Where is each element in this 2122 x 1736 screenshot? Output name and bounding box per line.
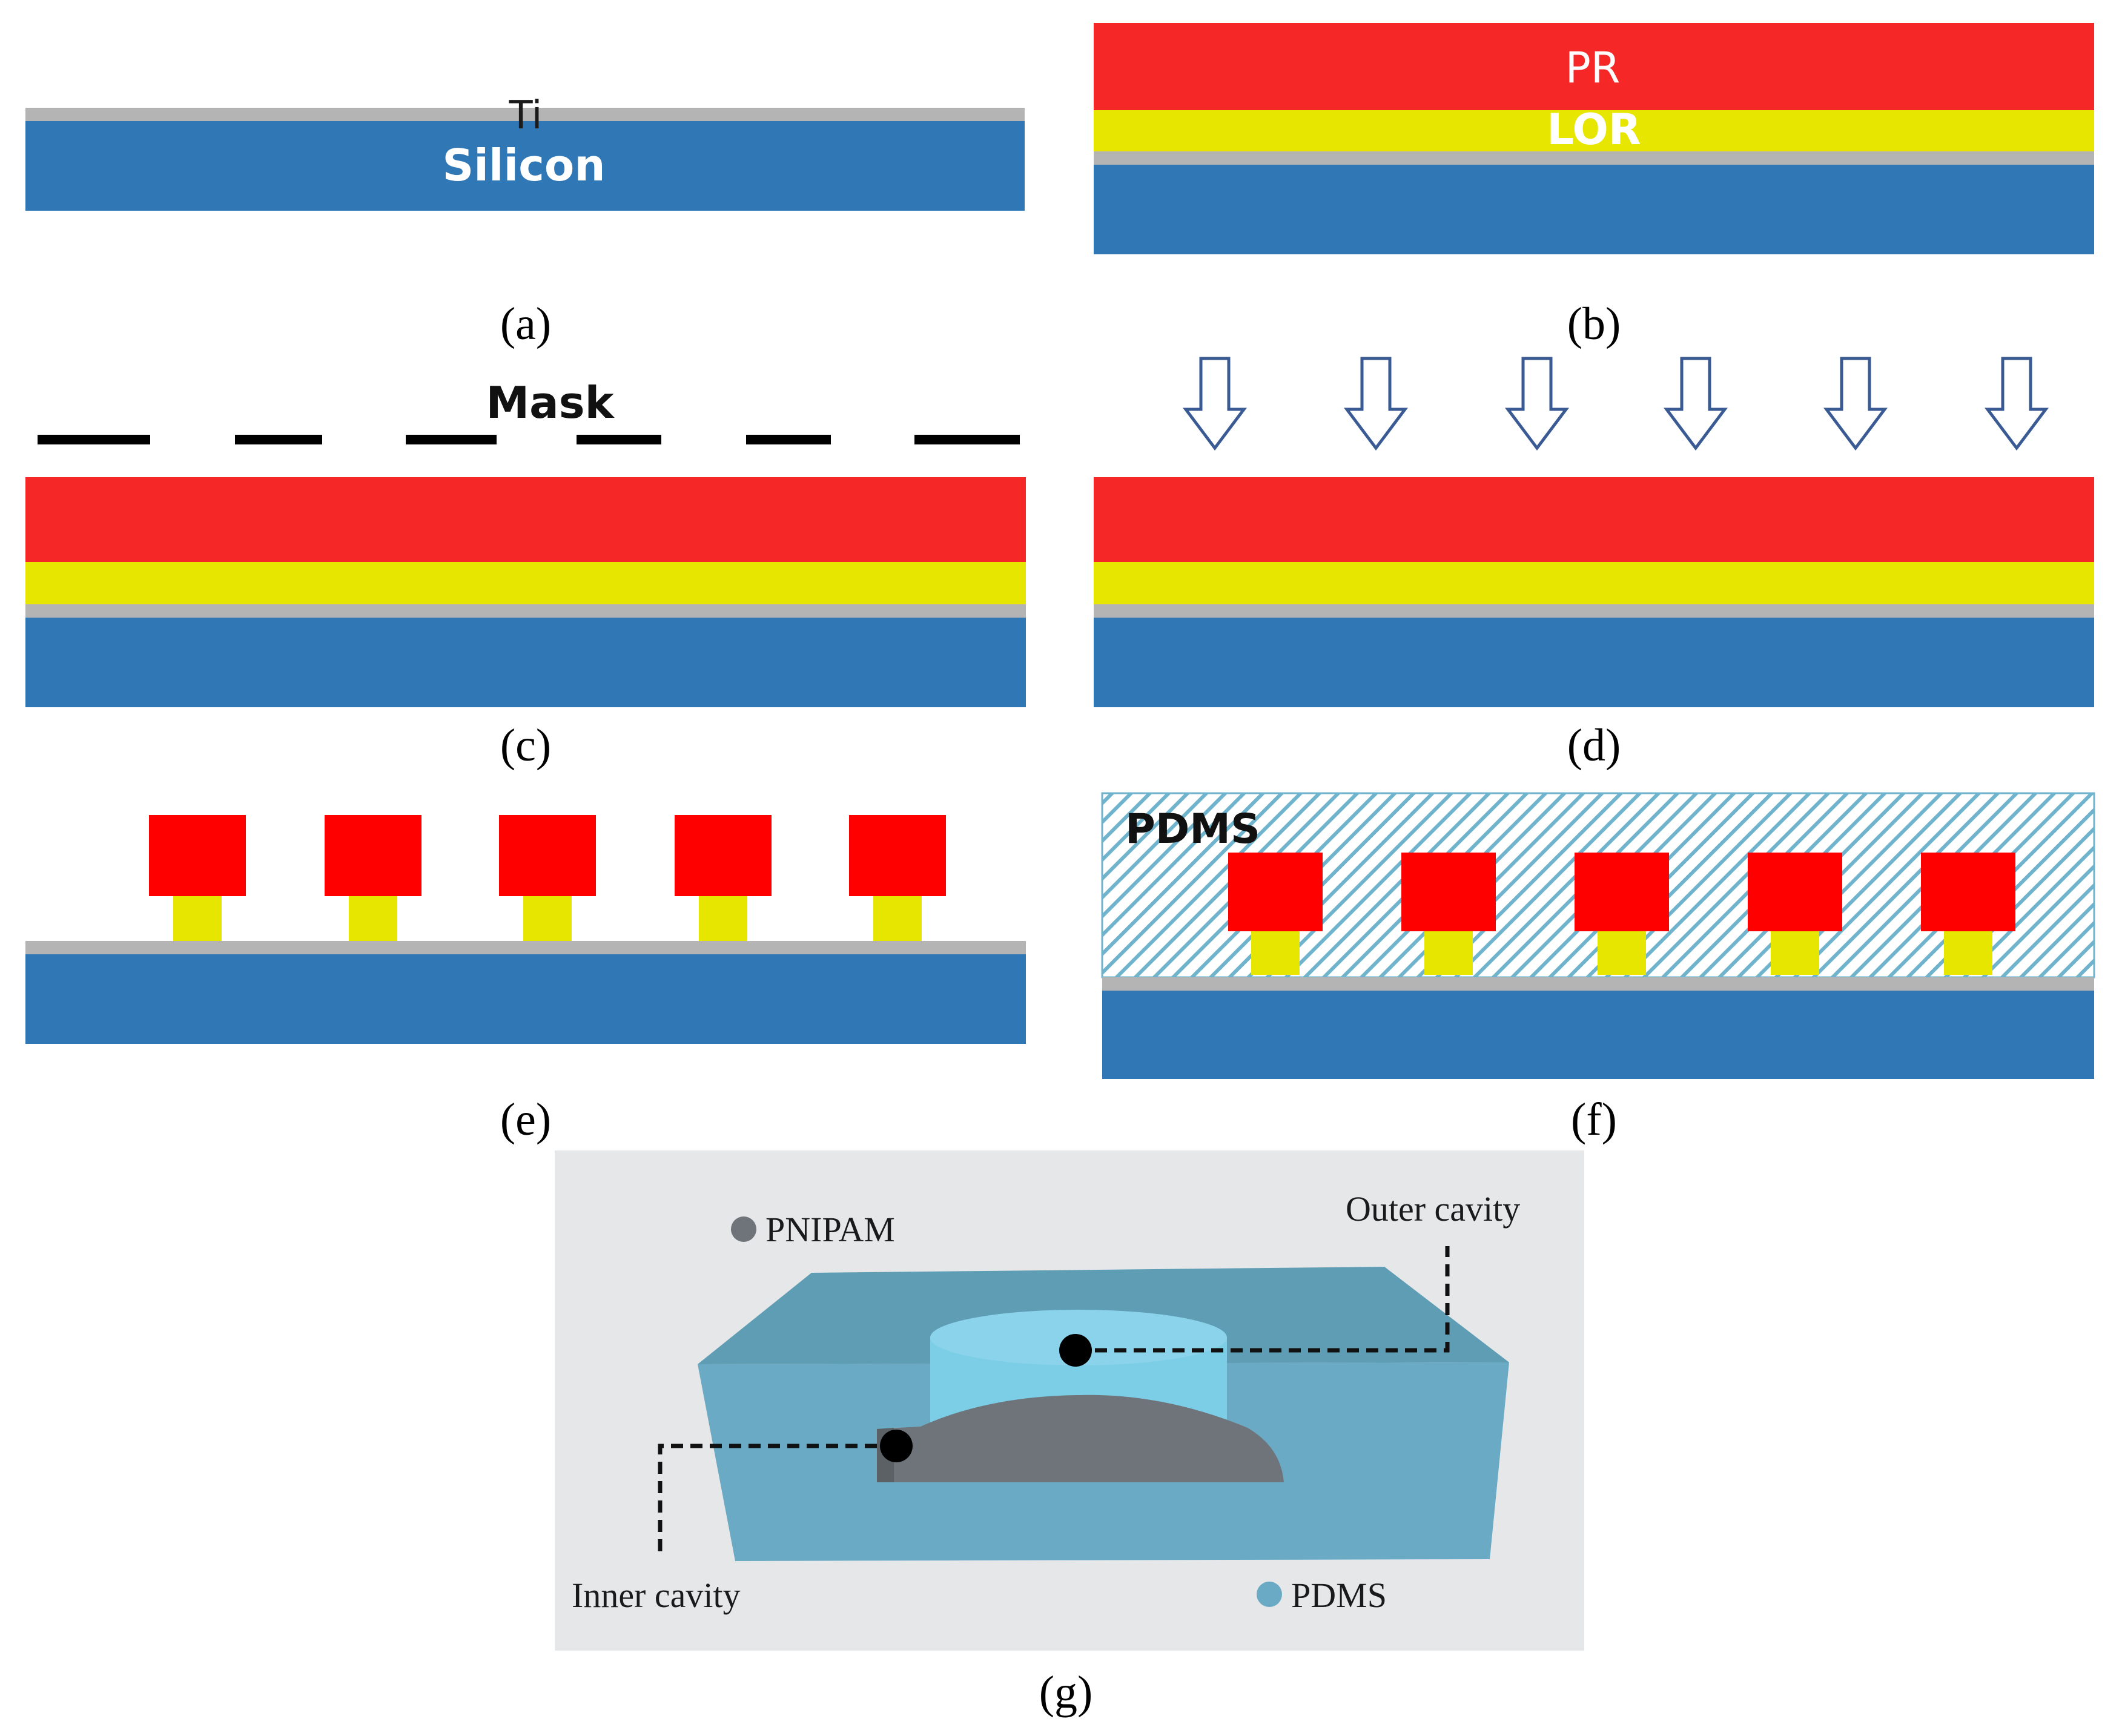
caption-a: (a): [500, 299, 551, 349]
outer-cavity-callout: [1076, 1246, 1450, 1353]
pnipam-label: PNIPAM: [765, 1210, 895, 1249]
silicon-substrate: [25, 954, 1026, 1044]
lor-pillar: [1424, 931, 1473, 975]
embedded-pillar: [1575, 853, 1669, 975]
photoresist-layer: [1094, 23, 2094, 110]
lor-label: LOR: [1547, 105, 1641, 154]
lor-pillar: [1944, 931, 1992, 975]
embedded-pillar: [1228, 853, 1323, 975]
lor-pillar: [873, 896, 922, 941]
lor-pillar: [173, 896, 222, 941]
lor-pillar: [699, 896, 747, 941]
pillar: [499, 815, 596, 941]
photoresist-cap: [325, 815, 421, 896]
inner-cavity-callout: [658, 1444, 896, 1559]
down-arrow-icon: [1183, 357, 1247, 451]
silicon-substrate: [25, 618, 1026, 707]
embedded-pillar: [1921, 853, 2015, 975]
pillar: [849, 815, 946, 941]
caption-b: (b): [1567, 299, 1621, 349]
inner-cavity-marker: [880, 1430, 913, 1462]
outer-cavity-marker: [1059, 1334, 1092, 1367]
caption-g: (g): [1039, 1667, 1093, 1718]
down-arrow-icon: [1664, 357, 1728, 451]
silicon-substrate: [25, 121, 1025, 211]
panel-e: (e): [25, 815, 1026, 1145]
ti-label: Ti: [509, 93, 543, 138]
mask-segment: [577, 435, 661, 444]
panel-f: PDMS (f): [1101, 792, 2095, 1145]
exposure-arrows: [1183, 357, 2049, 451]
mask: [38, 435, 1020, 444]
inner-cavity-label: Inner cavity: [572, 1576, 741, 1615]
down-arrow-icon: [1823, 357, 1888, 451]
panel-g: PNIPAM PDMS Outer cavity Inner cavity (g…: [555, 1150, 1584, 1718]
lor-layer: [1094, 110, 2094, 151]
titanium-layer: [25, 108, 1025, 121]
lor-pillar: [1771, 931, 1819, 975]
lor-layer: [25, 562, 1026, 604]
photoresist-cap: [149, 815, 246, 896]
pillar: [149, 815, 246, 941]
mask-segment: [235, 435, 322, 444]
photoresist-cap: [1228, 853, 1323, 931]
titanium-layer: [1102, 977, 2094, 991]
lor-pillar: [1251, 931, 1300, 975]
pnipam-dome: [877, 1394, 1284, 1482]
outer-cavity-label: Outer cavity: [1346, 1189, 1520, 1229]
photoresist-cap: [849, 815, 946, 896]
photoresist-cap: [675, 815, 772, 896]
caption-e: (e): [500, 1094, 551, 1145]
photoresist-cap: [1748, 853, 1842, 931]
lor-pillar: [523, 896, 572, 941]
down-arrow-icon: [1505, 357, 1569, 451]
mask-segment: [38, 435, 150, 444]
caption-f: (f): [1571, 1094, 1617, 1145]
photoresist-layer: [25, 477, 1026, 562]
silicon-substrate: [1094, 618, 2094, 707]
down-arrow-icon: [1985, 357, 2049, 451]
lor-pillar: [1598, 931, 1646, 975]
photoresist-cap: [1401, 853, 1496, 931]
mask-label: Mask: [486, 377, 615, 428]
panel-b: PR LOR (b): [1094, 23, 2094, 349]
photoresist-cap: [1921, 853, 2015, 931]
titanium-layer: [25, 941, 1026, 954]
pdms-legend-label: PDMS: [1291, 1576, 1387, 1615]
panel-a: Ti Silicon (a): [25, 93, 1025, 349]
pillar: [325, 815, 421, 941]
silicon-substrate: [1102, 991, 2094, 1079]
gray-dot-icon: [731, 1216, 756, 1242]
mask-segment: [914, 435, 1020, 444]
titanium-layer: [25, 604, 1026, 618]
caption-c: (c): [500, 720, 551, 771]
lor-layer: [1094, 562, 2094, 604]
embedded-pillar: [1748, 853, 1842, 975]
titanium-layer: [1094, 151, 2094, 165]
pillar: [675, 815, 772, 941]
pdms-label: PDMS: [1125, 805, 1260, 853]
down-arrow-icon: [1344, 357, 1408, 451]
embedded-pillar: [1401, 853, 1496, 975]
mask-segment: [406, 435, 497, 444]
pr-label: PR: [1565, 43, 1621, 93]
silicon-substrate: [1094, 165, 2094, 254]
caption-d: (d): [1567, 720, 1621, 771]
photoresist-cap: [1575, 853, 1669, 931]
blue-dot-icon: [1257, 1582, 1282, 1607]
mask-segment: [746, 435, 831, 444]
titanium-layer: [1094, 604, 2094, 618]
photoresist-layer: [1094, 477, 2094, 562]
panel-c: Mask (c): [25, 377, 1026, 771]
photoresist-cap: [499, 815, 596, 896]
silicon-label: Silicon: [442, 140, 605, 191]
lor-pillar: [349, 896, 397, 941]
panel-d: (d): [1094, 357, 2094, 771]
